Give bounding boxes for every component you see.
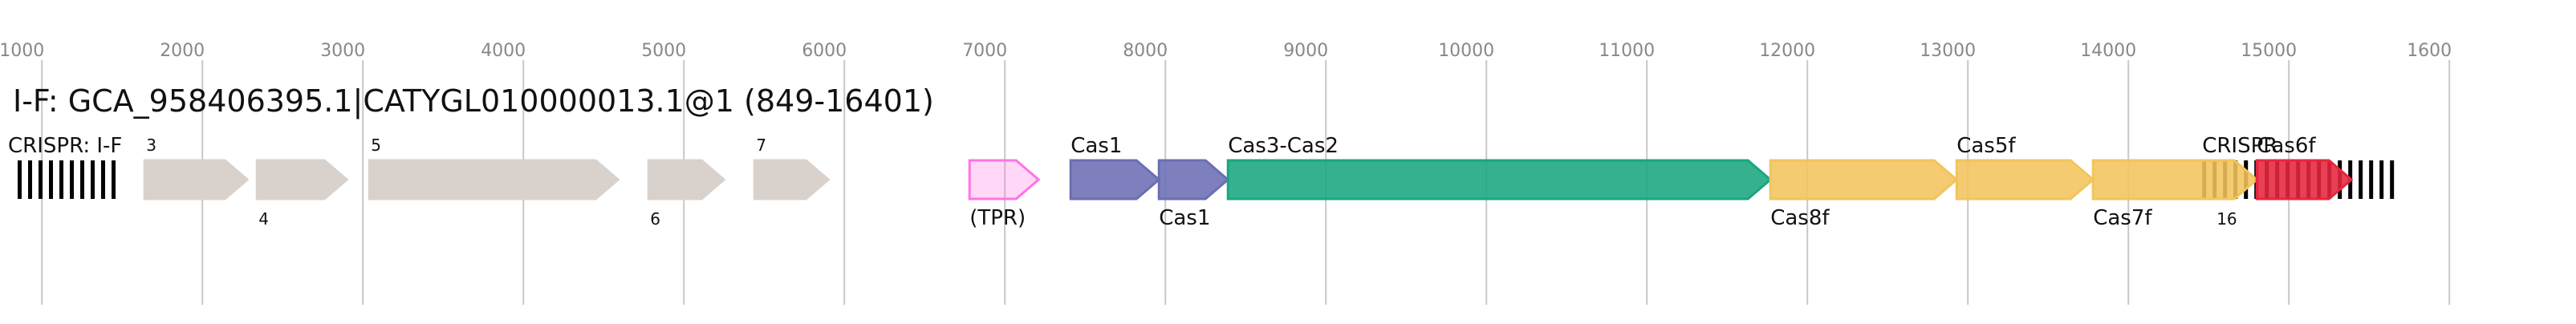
tick-label: 14000 (2080, 41, 2136, 61)
crispr-repeat (2369, 160, 2374, 199)
tick-label: 1000 (0, 41, 44, 61)
page-title: I-F: GCA_958406395.1|CATYGL010000013.1@1… (13, 83, 934, 119)
gene-label: Cas6f (2257, 134, 2316, 158)
gene-arrow (143, 159, 250, 200)
tick-label: 8000 (1123, 41, 1168, 61)
crispr-repeat (91, 160, 95, 199)
axis-ticks: 1000 2000 3000 4000 5000 6000 7000 8000 9000 1000… (0, 41, 2452, 61)
crispr-repeat (39, 160, 43, 199)
crispr-repeat (28, 160, 32, 199)
gene-number: 5 (371, 136, 381, 155)
crispr-array (18, 160, 116, 199)
gene-label: (TPR) (969, 206, 1026, 230)
tick-label: 5000 (641, 41, 686, 61)
crispr-repeat (2390, 160, 2395, 199)
crispr-repeat (2359, 160, 2363, 199)
tick-label: 13000 (1920, 41, 1976, 61)
gene-label: Cas5f (1956, 134, 2016, 158)
crispr-repeat (112, 160, 116, 199)
tick-label: 1600 (2407, 41, 2452, 61)
gene-arrow (647, 159, 726, 200)
gene-arrow (1955, 159, 2095, 200)
tick-label: 7000 (962, 41, 1007, 61)
crispr-label: CRISPR (2202, 134, 2277, 158)
gene-label: Cas7f (2093, 206, 2152, 230)
tick-label: 15000 (2241, 41, 2297, 61)
gene-number: 4 (258, 209, 269, 229)
gene-arrow (2255, 159, 2354, 200)
gene-arrow (2091, 159, 2259, 200)
tick-label: 6000 (802, 41, 847, 61)
gene-number: 6 (650, 209, 660, 229)
gene-number: 3 (146, 136, 156, 155)
gene-arrow (1157, 159, 1230, 200)
tick-label: 3000 (320, 41, 365, 61)
tick-label: 4000 (481, 41, 526, 61)
crispr-repeat (101, 160, 105, 199)
crispr-label: CRISPR: I-F (8, 134, 122, 158)
gene-number: 7 (756, 136, 766, 155)
gene-arrow (1069, 159, 1161, 200)
gene-label: Cas1 (1071, 134, 1122, 158)
gene-label: Cas3-Cas2 (1228, 134, 1339, 158)
tick-label: 10000 (1438, 41, 1494, 61)
crispr-repeat (59, 160, 63, 199)
gene-label: Cas8f (1770, 206, 1830, 230)
gene-number: 16 (2216, 209, 2237, 229)
gene-arrow (368, 159, 620, 200)
crispr-repeat (70, 160, 74, 199)
gene-arrow (753, 159, 831, 200)
gene-arrows (143, 159, 2354, 200)
gene-arrow (1226, 159, 1773, 200)
gene-arrow (1769, 159, 1959, 200)
crispr-repeat (18, 160, 22, 199)
gene-arrow (255, 159, 349, 200)
crispr-repeat (80, 160, 84, 199)
gene-arrow (968, 159, 1041, 200)
tick-label: 11000 (1599, 41, 1655, 61)
gene-label: Cas1 (1159, 206, 1210, 230)
tick-label: 12000 (1759, 41, 1815, 61)
tick-label: 2000 (160, 41, 205, 61)
crispr-repeat (2379, 160, 2384, 199)
tick-label: 9000 (1283, 41, 1328, 61)
crispr-repeat (49, 160, 53, 199)
